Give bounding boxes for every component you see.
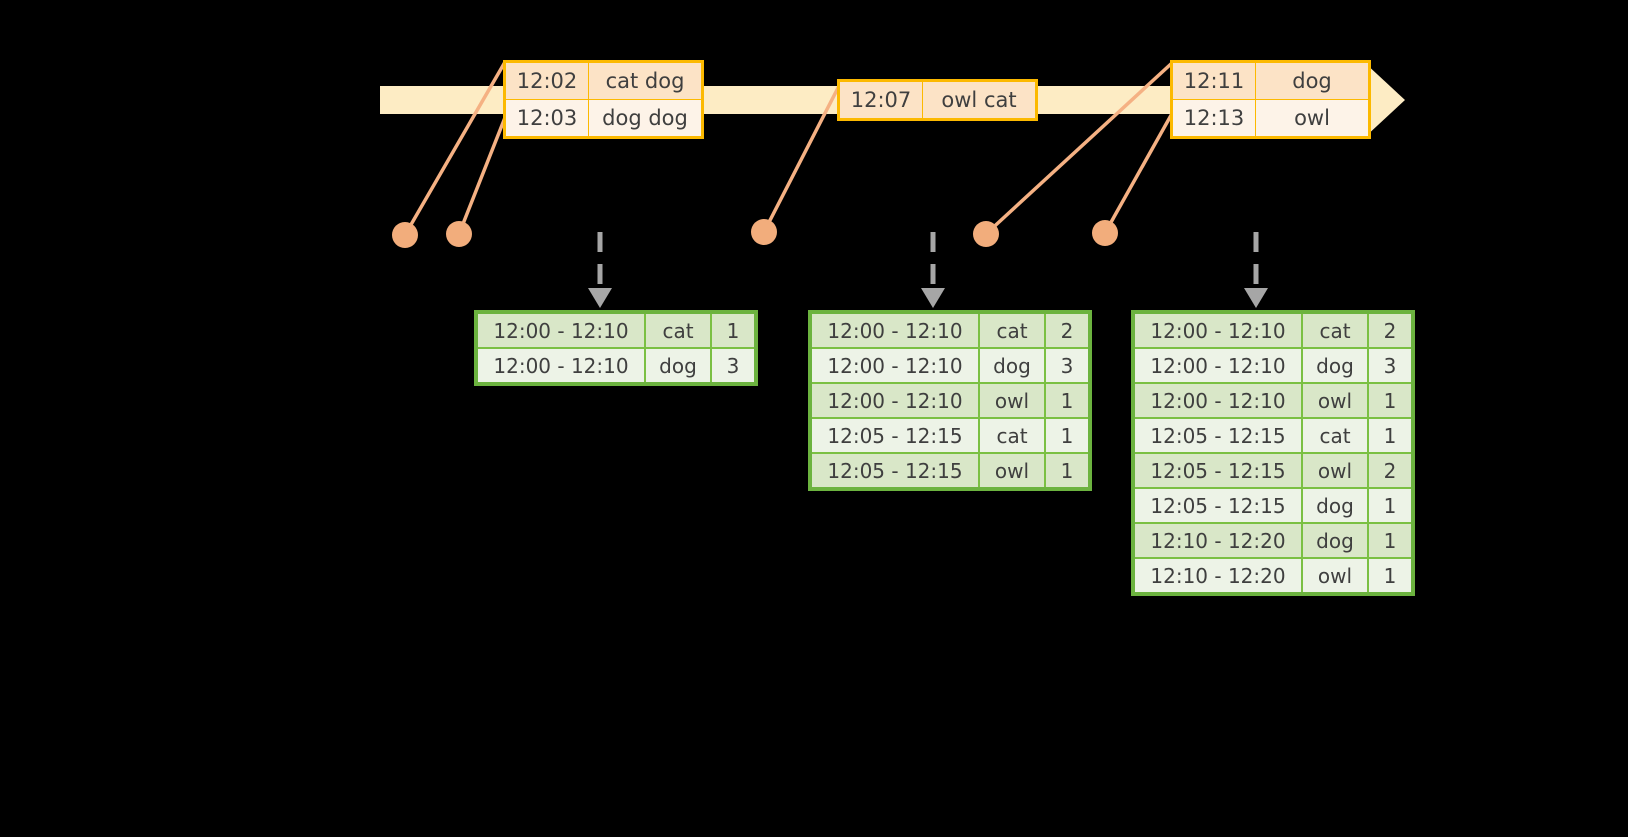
event-dot-2: [446, 221, 472, 247]
window-cell: 12:00 - 12:10: [1132, 347, 1303, 384]
result-table-1[interactable]: 12:00 - 12:10 cat 1 12:00 - 12:10 dog 3: [474, 310, 758, 386]
table-row[interactable]: 12:00 - 12:10 cat 2: [809, 311, 1091, 349]
trigger-arrow-2: [921, 232, 945, 308]
table-row[interactable]: 12:05 - 12:15 cat 1: [809, 417, 1091, 454]
word-cell: owl: [978, 382, 1046, 419]
connector-line-5: [1103, 109, 1176, 234]
window-cell: 12:05 - 12:15: [809, 452, 980, 490]
table-row[interactable]: 12:05 - 12:15 cat 1: [1132, 417, 1414, 454]
word-cell: owl: [978, 452, 1046, 490]
event-row[interactable]: 12:11 dog: [1171, 61, 1370, 100]
word-cell: cat: [978, 311, 1046, 349]
word-cell: cat: [1301, 311, 1369, 349]
count-cell: 1: [1367, 382, 1414, 419]
count-cell: 2: [1044, 311, 1091, 349]
event-words: dog dog: [588, 99, 703, 138]
count-cell: 3: [1044, 347, 1091, 384]
table-row[interactable]: 12:00 - 12:10 cat 1: [475, 311, 757, 349]
connector-line-2: [457, 109, 510, 235]
event-row[interactable]: 12:03 dog dog: [504, 99, 703, 138]
count-cell: 1: [710, 311, 757, 349]
word-cell: owl: [1301, 557, 1369, 595]
event-time: 12:13: [1171, 99, 1256, 138]
table-row[interactable]: 12:00 - 12:10 cat 2: [1132, 311, 1414, 349]
connector-line-3: [762, 83, 842, 233]
event-dot-1: [392, 222, 418, 248]
table-row[interactable]: 12:00 - 12:10 owl 1: [1132, 382, 1414, 419]
count-cell: 1: [1367, 417, 1414, 454]
trigger-arrow-1: [588, 232, 612, 308]
window-cell: 12:00 - 12:10: [475, 347, 646, 385]
window-cell: 12:00 - 12:10: [809, 311, 980, 349]
window-cell: 12:00 - 12:10: [1132, 311, 1303, 349]
table-row[interactable]: 12:05 - 12:15 dog 1: [1132, 487, 1414, 524]
window-cell: 12:05 - 12:15: [809, 417, 980, 454]
event-words: owl: [1255, 99, 1370, 138]
word-cell: dog: [1301, 522, 1369, 559]
word-cell: cat: [644, 311, 712, 349]
table-row[interactable]: 12:00 - 12:10 dog 3: [475, 347, 757, 385]
table-row[interactable]: 12:05 - 12:15 owl 1: [809, 452, 1091, 490]
event-time: 12:07: [838, 80, 923, 120]
count-cell: 1: [1367, 522, 1414, 559]
connector-line-1: [403, 61, 507, 236]
event-dot-4: [973, 221, 999, 247]
event-time: 12:03: [504, 99, 589, 138]
word-cell: owl: [1301, 382, 1369, 419]
event-time: 12:11: [1171, 61, 1256, 100]
result-table-3[interactable]: 12:00 - 12:10 cat 2 12:00 - 12:10 dog 3 …: [1131, 310, 1415, 596]
word-cell: dog: [1301, 347, 1369, 384]
event-group-1[interactable]: 12:02 cat dog 12:03 dog dog: [503, 60, 704, 139]
table-row[interactable]: 12:00 - 12:10 owl 1: [809, 382, 1091, 419]
event-words: cat dog: [588, 61, 703, 100]
count-cell: 1: [1044, 452, 1091, 490]
trigger-arrow-3: [1244, 232, 1268, 308]
event-dot-5: [1092, 220, 1118, 246]
count-cell: 1: [1044, 417, 1091, 454]
event-row[interactable]: 12:13 owl: [1171, 99, 1370, 138]
table-row[interactable]: 12:10 - 12:20 dog 1: [1132, 522, 1414, 559]
count-cell: 3: [710, 347, 757, 385]
word-cell: cat: [978, 417, 1046, 454]
count-cell: 1: [1367, 557, 1414, 595]
event-row[interactable]: 12:02 cat dog: [504, 61, 703, 100]
window-cell: 12:10 - 12:20: [1132, 522, 1303, 559]
count-cell: 1: [1367, 487, 1414, 524]
window-cell: 12:05 - 12:15: [1132, 487, 1303, 524]
table-row[interactable]: 12:10 - 12:20 owl 1: [1132, 557, 1414, 595]
event-time: 12:02: [504, 61, 589, 100]
event-group-2[interactable]: 12:07 owl cat: [837, 79, 1038, 121]
word-cell: dog: [978, 347, 1046, 384]
word-cell: dog: [644, 347, 712, 385]
event-words: owl cat: [922, 80, 1037, 120]
table-row[interactable]: 12:00 - 12:10 dog 3: [1132, 347, 1414, 384]
event-group-3[interactable]: 12:11 dog 12:13 owl: [1170, 60, 1371, 139]
window-cell: 12:05 - 12:15: [1132, 417, 1303, 454]
window-cell: 12:00 - 12:10: [809, 347, 980, 384]
window-cell: 12:00 - 12:10: [809, 382, 980, 419]
count-cell: 2: [1367, 452, 1414, 489]
window-cell: 12:05 - 12:15: [1132, 452, 1303, 489]
count-cell: 1: [1044, 382, 1091, 419]
word-cell: cat: [1301, 417, 1369, 454]
result-table-2[interactable]: 12:00 - 12:10 cat 2 12:00 - 12:10 dog 3 …: [808, 310, 1092, 491]
table-row[interactable]: 12:00 - 12:10 dog 3: [809, 347, 1091, 384]
count-cell: 3: [1367, 347, 1414, 384]
word-cell: owl: [1301, 452, 1369, 489]
event-row[interactable]: 12:07 owl cat: [838, 80, 1037, 120]
window-cell: 12:00 - 12:10: [475, 311, 646, 349]
window-cell: 12:10 - 12:20: [1132, 557, 1303, 595]
event-dot-3: [751, 219, 777, 245]
window-cell: 12:00 - 12:10: [1132, 382, 1303, 419]
table-row[interactable]: 12:05 - 12:15 owl 2: [1132, 452, 1414, 489]
count-cell: 2: [1367, 311, 1414, 349]
word-cell: dog: [1301, 487, 1369, 524]
event-words: dog: [1255, 61, 1370, 100]
